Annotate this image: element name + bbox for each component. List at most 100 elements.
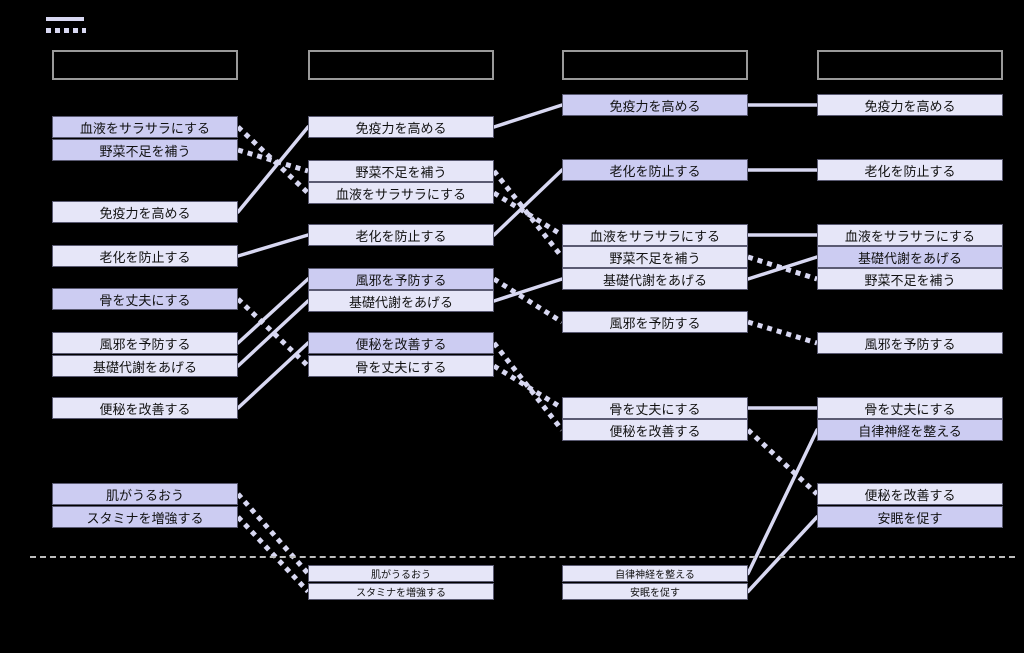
- node-c2n8[interactable]: 骨を丈夫にする: [308, 355, 494, 377]
- node-c1n9[interactable]: 肌がうるおう: [52, 483, 238, 505]
- node-label: 骨を丈夫にする: [355, 359, 447, 375]
- node-c4n1[interactable]: 免疫力を高める: [817, 94, 1003, 116]
- node-label: 免疫力を高める: [355, 120, 447, 136]
- node-label: 野菜不足を補う: [355, 164, 447, 180]
- node-c1n2[interactable]: 野菜不足を補う: [52, 139, 238, 161]
- node-c1n3[interactable]: 免疫力を高める: [52, 201, 238, 223]
- node-c2n6[interactable]: 基礎代謝をあげる: [308, 290, 494, 312]
- link-c1n9-to-c2n9: [236, 492, 310, 576]
- link-c3n4-to-c4n5: [747, 254, 818, 282]
- node-label: 便秘を改善する: [99, 401, 191, 417]
- link-c3n5-to-c4n4: [746, 255, 819, 281]
- link-c3n10-to-c4n10: [746, 515, 819, 594]
- node-c4n5[interactable]: 野菜不足を補う: [817, 268, 1003, 290]
- link-c1n4-to-c2n4: [236, 233, 310, 258]
- node-c1n1[interactable]: 血液をサラサラにする: [52, 116, 238, 138]
- node-label: 基礎代謝をあげる: [348, 294, 453, 310]
- node-c3n4[interactable]: 野菜不足を補う: [562, 246, 748, 268]
- node-c3n9[interactable]: 自律神経を整える: [562, 565, 748, 582]
- node-label: 老化を防止する: [355, 228, 447, 244]
- node-label: 自律神経を整える: [615, 570, 695, 581]
- node-c4n9[interactable]: 便秘を改善する: [817, 483, 1003, 505]
- node-label: 便秘を改善する: [609, 423, 701, 439]
- link-c2n1-to-c3n1: [492, 103, 564, 129]
- link-c1n6-to-c2n5: [236, 277, 310, 345]
- link-c3n8-to-c4n9: [746, 428, 819, 496]
- node-c4n4[interactable]: 基礎代謝をあげる: [817, 246, 1003, 268]
- column-header-h4: [817, 50, 1003, 80]
- node-c3n3[interactable]: 血液をサラサラにする: [562, 224, 748, 246]
- node-label: 骨を丈夫にする: [609, 401, 701, 417]
- node-c1n5[interactable]: 骨を丈夫にする: [52, 288, 238, 310]
- node-c2n1[interactable]: 免疫力を高める: [308, 116, 494, 138]
- node-c1n8[interactable]: 便秘を改善する: [52, 397, 238, 419]
- node-c1n7[interactable]: 基礎代謝をあげる: [52, 355, 238, 377]
- node-c4n6[interactable]: 風邪を予防する: [817, 332, 1003, 354]
- node-label: 野菜不足を補う: [864, 272, 956, 288]
- node-c2n9[interactable]: 肌がうるおう: [308, 565, 494, 582]
- node-label: 老化を防止する: [609, 163, 701, 179]
- node-c3n2[interactable]: 老化を防止する: [562, 159, 748, 181]
- node-c4n3[interactable]: 血液をサラサラにする: [817, 224, 1003, 246]
- node-c3n6[interactable]: 風邪を予防する: [562, 311, 748, 333]
- node-c2n2[interactable]: 野菜不足を補う: [308, 160, 494, 182]
- node-label: 風邪を予防する: [864, 336, 956, 352]
- node-label: 血液をサラサラにする: [335, 186, 467, 202]
- node-label: 血液をサラサラにする: [589, 228, 721, 244]
- legend-dotted-line: [46, 28, 86, 33]
- node-label: 血液をサラサラにする: [844, 228, 976, 244]
- link-c1n7-to-c2n6: [236, 299, 310, 368]
- node-c3n7[interactable]: 骨を丈夫にする: [562, 397, 748, 419]
- node-label: スタミナを増強する: [356, 588, 446, 599]
- link-c2n7-to-c3n8: [492, 341, 564, 432]
- node-c4n8[interactable]: 自律神経を整える: [817, 419, 1003, 441]
- link-c2n5-to-c3n6: [492, 276, 564, 325]
- node-c4n10[interactable]: 安眠を促す: [817, 506, 1003, 528]
- node-c2n7[interactable]: 便秘を改善する: [308, 332, 494, 354]
- column-header-h3: [562, 50, 748, 80]
- node-label: 基礎代謝をあげる: [602, 272, 707, 288]
- node-c3n8[interactable]: 便秘を改善する: [562, 419, 748, 441]
- link-c2n3-to-c3n3: [492, 190, 564, 238]
- node-c4n2[interactable]: 老化を防止する: [817, 159, 1003, 181]
- link-c2n2-to-c3n4: [492, 169, 564, 259]
- node-label: 安眠を促す: [877, 510, 943, 526]
- node-label: 便秘を改善する: [355, 336, 447, 352]
- node-c2n5[interactable]: 風邪を予防する: [308, 268, 494, 290]
- node-label: スタミナを増強する: [86, 510, 204, 526]
- node-c2n4[interactable]: 老化を防止する: [308, 224, 494, 246]
- node-label: 肌がうるおう: [371, 570, 431, 581]
- link-c1n2-to-c2n2: [237, 147, 309, 174]
- node-c2n10[interactable]: スタミナを増強する: [308, 583, 494, 600]
- node-c3n10[interactable]: 安眠を促す: [562, 583, 748, 600]
- link-c1n1-to-c2n3: [236, 125, 310, 195]
- link-c2n8-to-c3n7: [492, 363, 564, 411]
- threshold-separator: [30, 556, 1015, 558]
- node-label: 骨を丈夫にする: [99, 292, 191, 308]
- node-c1n4[interactable]: 老化を防止する: [52, 245, 238, 267]
- node-label: 野菜不足を補う: [99, 143, 191, 159]
- node-label: 基礎代謝をあげる: [92, 359, 197, 375]
- node-label: 風邪を予防する: [355, 272, 447, 288]
- node-label: 血液をサラサラにする: [79, 120, 211, 136]
- link-c2n6-to-c3n5: [492, 277, 564, 303]
- node-c4n7[interactable]: 骨を丈夫にする: [817, 397, 1003, 419]
- node-label: 便秘を改善する: [864, 487, 956, 503]
- column-header-h1: [52, 50, 238, 80]
- node-c1n10[interactable]: スタミナを増強する: [52, 506, 238, 528]
- node-label: 安眠を促す: [630, 588, 680, 599]
- node-c3n1[interactable]: 免疫力を高める: [562, 94, 748, 116]
- node-label: 老化を防止する: [864, 163, 956, 179]
- link-c1n3-to-c2n1: [236, 125, 310, 214]
- node-c1n6[interactable]: 風邪を予防する: [52, 332, 238, 354]
- node-label: 老化を防止する: [99, 249, 191, 265]
- node-c3n5[interactable]: 基礎代謝をあげる: [562, 268, 748, 290]
- node-label: 風邪を予防する: [99, 336, 191, 352]
- node-label: 風邪を予防する: [609, 315, 701, 331]
- legend-solid-line: [46, 17, 84, 21]
- link-c3n6-to-c4n6: [747, 319, 818, 346]
- link-c1n8-to-c2n7: [236, 341, 310, 410]
- node-c2n3[interactable]: 血液をサラサラにする: [308, 182, 494, 204]
- link-c1n10-to-c2n10: [236, 515, 310, 594]
